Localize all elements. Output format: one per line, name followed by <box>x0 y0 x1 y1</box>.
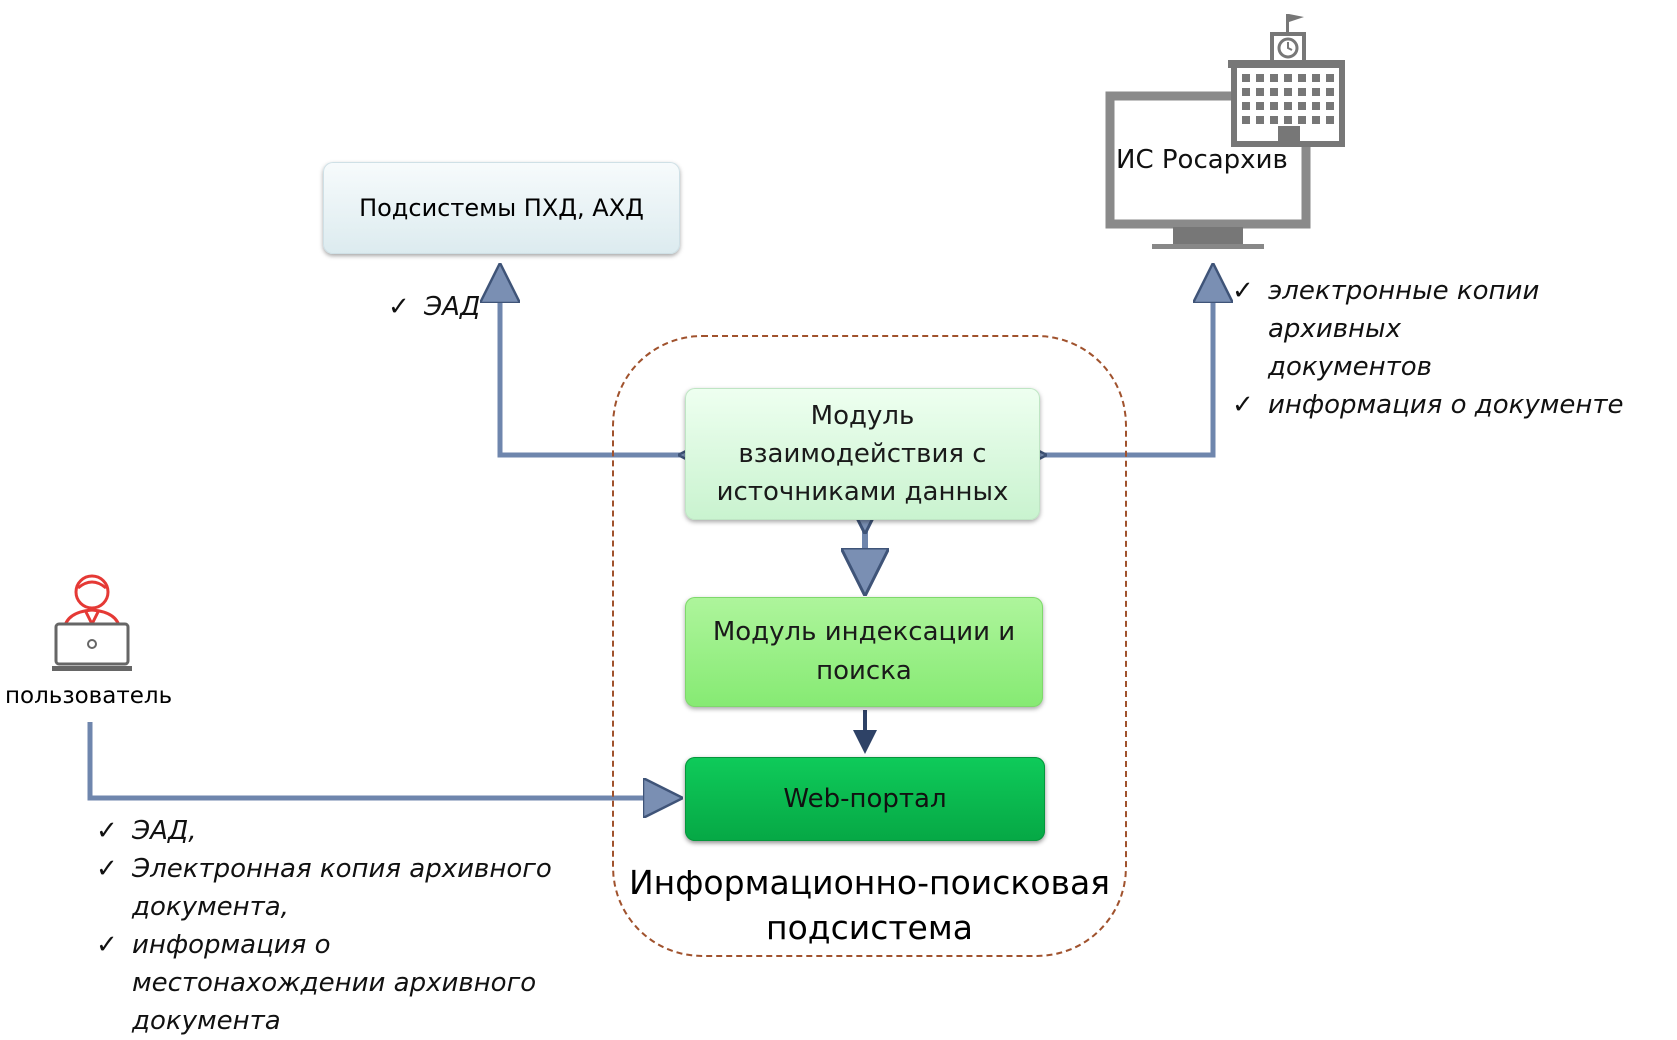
check-icon: ✓ <box>96 816 118 846</box>
check-icon: ✓ <box>388 292 410 322</box>
subsystem-title: Информационно-поисковая подсистема <box>612 860 1127 950</box>
indexing-module-line-2: поиска <box>816 656 912 686</box>
pxd-notes: ✓ ЭАД <box>388 288 480 326</box>
note-text: ЭАД <box>424 292 481 322</box>
note-text: Электронная копия архивного документа, <box>132 854 552 922</box>
note-text: информация о местонахождении архивного д… <box>132 930 537 1036</box>
interaction-module-line-3: источниками данных <box>716 477 1009 507</box>
rosarchiv-notes: ✓ электронные копии архивных документов … <box>1232 272 1677 424</box>
connector-rosarchiv-module <box>1042 268 1213 455</box>
interaction-module-line-1: Модуль <box>810 401 915 431</box>
note-item: ✓ ЭАД, <box>96 812 552 850</box>
interaction-module-box: Модуль взаимодействия с источниками данн… <box>685 388 1040 520</box>
check-icon: ✓ <box>96 854 118 884</box>
note-text: информация о документе <box>1268 390 1624 420</box>
rosarchiv-label: ИС Росархив <box>1116 145 1288 175</box>
user-at-laptop-icon <box>52 574 132 671</box>
note-item: ✓ ЭАД <box>388 288 480 326</box>
note-item: ✓ информация о местонахождении архивного… <box>96 926 552 1040</box>
note-item: ✓ Электронная копия архивного документа, <box>96 850 552 926</box>
monitor-with-building-icon <box>1105 14 1345 249</box>
web-portal-box: Web-портал <box>685 757 1045 841</box>
indexing-module-line-1: Модуль индексации и <box>712 617 1016 647</box>
interaction-module-line-2: взаимодействия с <box>738 439 987 469</box>
pxd-subsystems-label: Подсистемы ПХД, АХД <box>359 194 644 222</box>
check-icon: ✓ <box>96 930 118 960</box>
user-label: пользователь <box>5 683 173 709</box>
note-text: ЭАД, <box>132 816 197 846</box>
user-notes: ✓ ЭАД, ✓ Электронная копия архивного док… <box>96 812 552 1040</box>
note-text: электронные копии архивных документов <box>1268 276 1540 382</box>
note-item: ✓ электронные копии архивных документов <box>1232 272 1677 386</box>
check-icon: ✓ <box>1232 390 1254 420</box>
connector-pxd-module <box>500 268 683 455</box>
connector-user-web <box>87 722 678 798</box>
pxd-subsystems-box: Подсистемы ПХД, АХД <box>323 162 680 254</box>
subsystem-title-line-2: подсистема <box>766 908 973 947</box>
subsystem-boundary <box>612 335 1127 957</box>
web-portal-label: Web-портал <box>783 784 947 814</box>
indexing-module-box: Модуль индексации и поиска <box>685 597 1043 707</box>
check-icon: ✓ <box>1232 276 1254 306</box>
subsystem-title-line-1: Информационно-поисковая <box>628 863 1111 902</box>
note-item: ✓ информация о документе <box>1232 386 1677 424</box>
